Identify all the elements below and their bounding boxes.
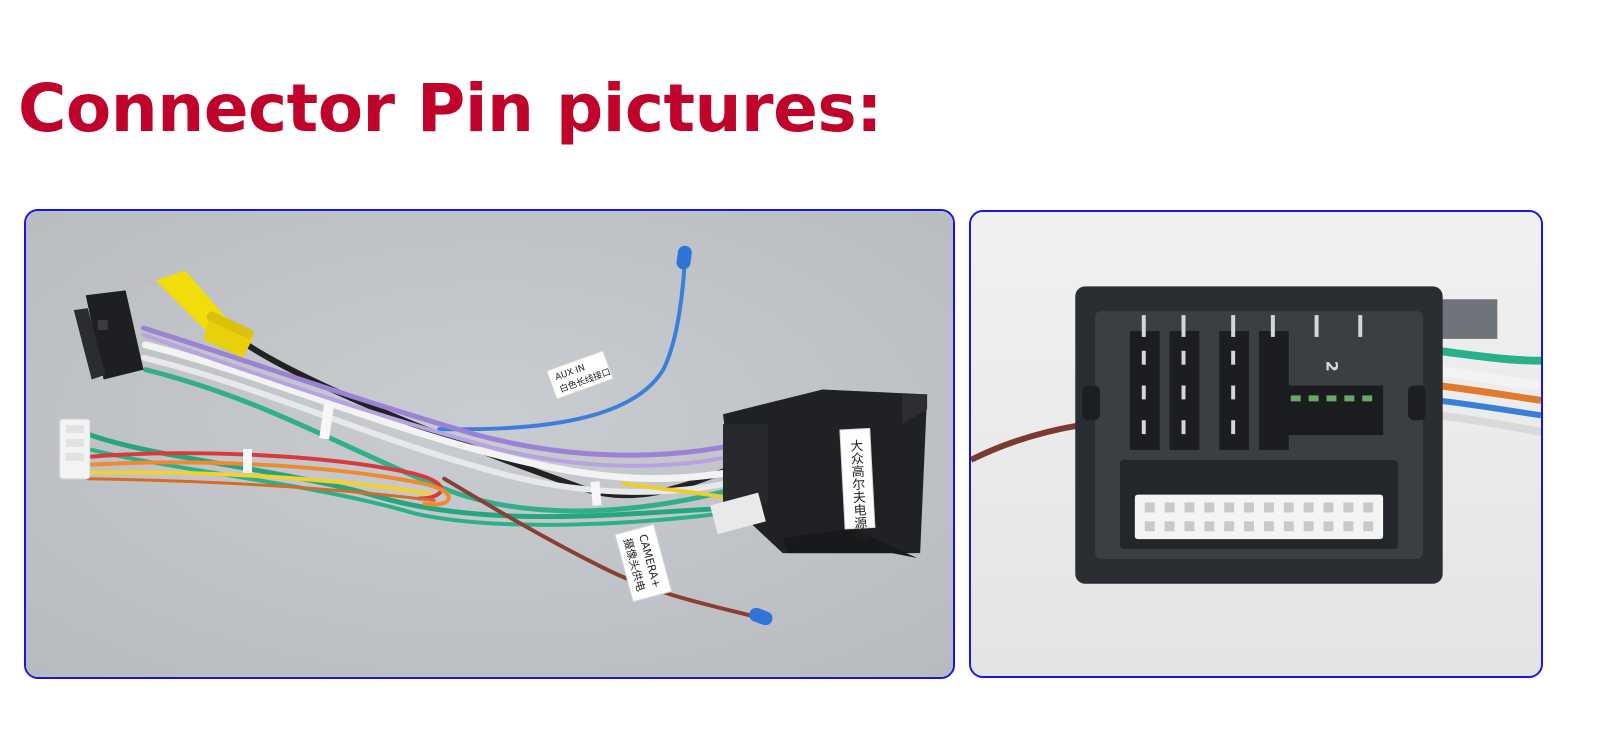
brown-wire-tip	[749, 607, 773, 626]
harness-photo-frame: 大众高尔夫电源线 AUX IN 白色长线接口 CAMERA+ 摄像头供电	[24, 209, 955, 679]
blue-wire-tip	[676, 245, 692, 270]
camera-label-tag: CAMERA+ 摄像头供电	[614, 523, 673, 603]
quadlock-connector	[710, 389, 928, 559]
harness-photo: 大众高尔夫电源线 AUX IN 白色长线接口 CAMERA+ 摄像头供电	[26, 211, 953, 677]
white-plug-left	[59, 418, 91, 480]
rca-plug	[121, 267, 254, 358]
pin-marker: 2	[1323, 361, 1342, 372]
power-label-tag: 大众高尔夫电源线	[839, 427, 876, 543]
page-title: Connector Pin pictures:	[18, 70, 883, 147]
iso-connector	[73, 290, 144, 380]
connector-housing: 2	[1075, 286, 1443, 584]
connector-photo: 2	[971, 212, 1541, 676]
white-insert	[1134, 494, 1384, 540]
connector-photo-frame: 2	[969, 210, 1543, 678]
power-label: 大众高尔夫电源线	[847, 439, 868, 543]
